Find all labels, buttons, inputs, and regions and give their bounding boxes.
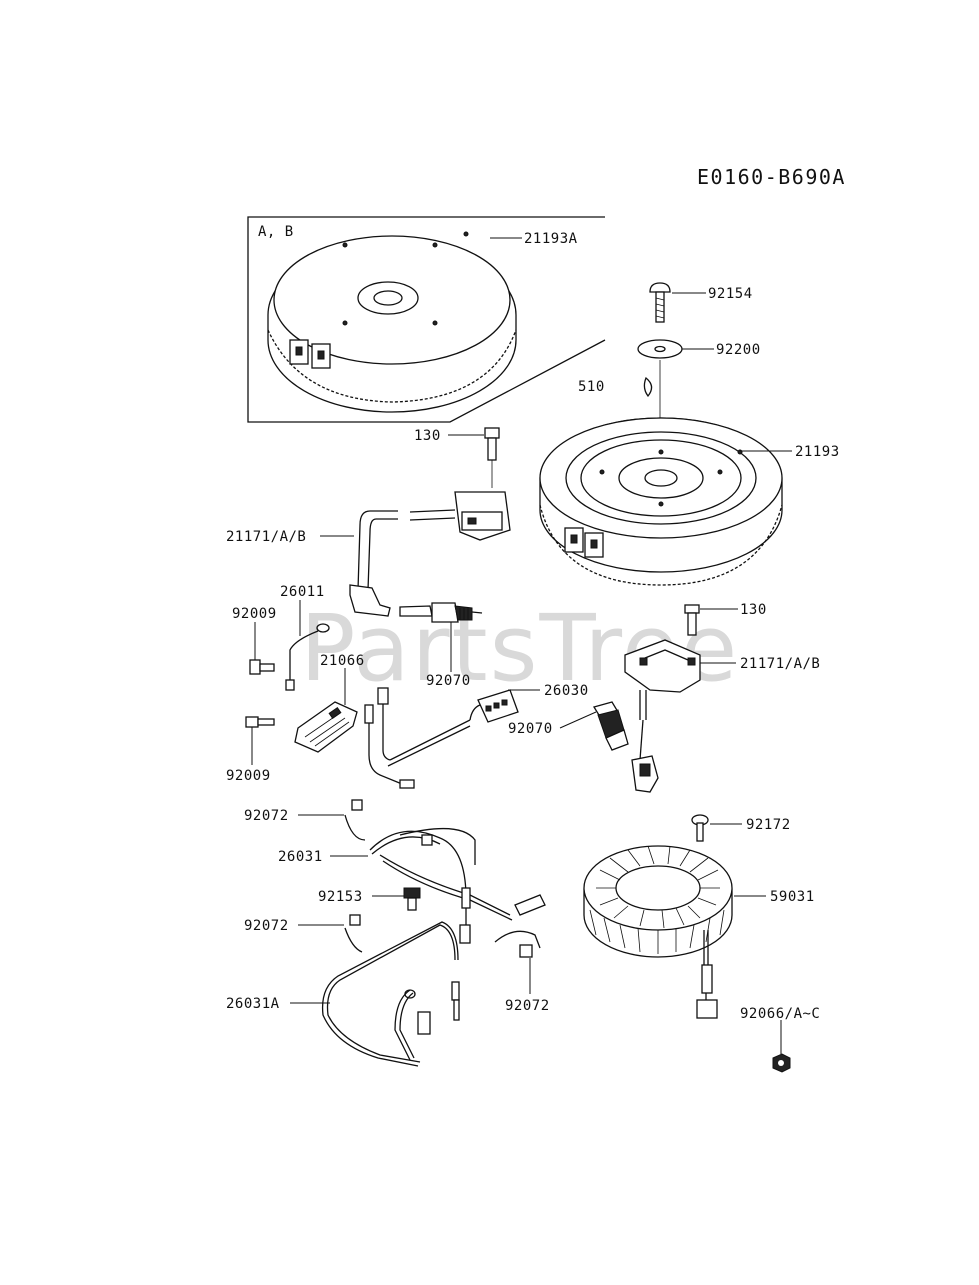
bolt-130-right[interactable] [684, 604, 700, 636]
lead-26011[interactable] [285, 623, 330, 691]
leader-lines [251, 237, 792, 1054]
bolt-92154[interactable] [649, 282, 671, 323]
callout-26031A[interactable]: 26031A [226, 996, 280, 1012]
callout-92070-left[interactable]: 92070 [426, 673, 471, 689]
callout-21171-left[interactable]: 21171/A/B [226, 529, 306, 545]
igniter-21066[interactable] [294, 701, 358, 753]
callout-92153[interactable]: 92153 [318, 889, 363, 905]
bolt-92153[interactable] [403, 887, 421, 911]
callout-92072-mid[interactable]: 92072 [244, 918, 289, 934]
spark-plug-92070-left[interactable] [399, 602, 483, 623]
callout-92172[interactable]: 92172 [746, 817, 791, 833]
callout-92072-bottom[interactable]: 92072 [505, 998, 550, 1014]
callout-21066[interactable]: 21066 [320, 653, 365, 669]
callout-21171-right[interactable]: 21171/A/B [740, 656, 820, 672]
spark-plug-92070-right[interactable] [592, 701, 629, 751]
callout-26031[interactable]: 26031 [278, 849, 323, 865]
callout-21193[interactable]: 21193 [795, 444, 840, 460]
key-510[interactable] [643, 376, 653, 398]
bolt-92009-top[interactable] [249, 659, 275, 675]
callout-21193A[interactable]: 21193A [524, 231, 578, 247]
callout-510[interactable]: 510 [578, 379, 605, 395]
inset-label: A, B [258, 224, 294, 240]
callout-92070-right[interactable]: 92070 [508, 721, 553, 737]
flywheel-21193[interactable] [539, 417, 783, 586]
screw-92172[interactable] [691, 814, 709, 842]
callout-92009-bottom[interactable]: 92009 [226, 768, 271, 784]
callout-92009-top[interactable]: 92009 [232, 606, 277, 622]
inset-box: A, B [247, 216, 606, 423]
harness-26031A[interactable] [321, 921, 460, 1067]
callout-59031[interactable]: 59031 [770, 889, 815, 905]
callout-92200[interactable]: 92200 [716, 342, 761, 358]
callout-92066[interactable]: 92066/A~C [740, 1006, 820, 1022]
callout-130-right[interactable]: 130 [740, 602, 767, 618]
harness-26030[interactable] [364, 687, 519, 789]
terminal-92072-mid[interactable] [344, 914, 363, 953]
flywheel-21193A[interactable] [267, 231, 517, 413]
callout-130-top[interactable]: 130 [414, 428, 441, 444]
washer-92200[interactable] [637, 339, 683, 359]
callout-26030[interactable]: 26030 [544, 683, 589, 699]
callout-92072-top[interactable]: 92072 [244, 808, 289, 824]
callout-92154[interactable]: 92154 [708, 286, 753, 302]
ignition-coil-21171-right[interactable] [624, 639, 701, 793]
bolt-92009-bottom[interactable] [245, 716, 275, 728]
terminal-92072-top[interactable] [344, 799, 366, 841]
harness-26031[interactable] [369, 827, 546, 944]
diagram-code: E0160-B690A [697, 165, 846, 189]
callout-26011[interactable]: 26011 [280, 584, 325, 600]
nut-92066[interactable] [772, 1053, 791, 1073]
bolt-130-top[interactable] [484, 427, 500, 461]
callout-labels: 21193A 92154 92200 510 130 21193 21171/A… [226, 231, 840, 1022]
stator-59031[interactable] [583, 845, 733, 1019]
ignition-coil-21171-left[interactable] [349, 491, 511, 617]
terminal-92072-bottom[interactable] [494, 930, 541, 958]
